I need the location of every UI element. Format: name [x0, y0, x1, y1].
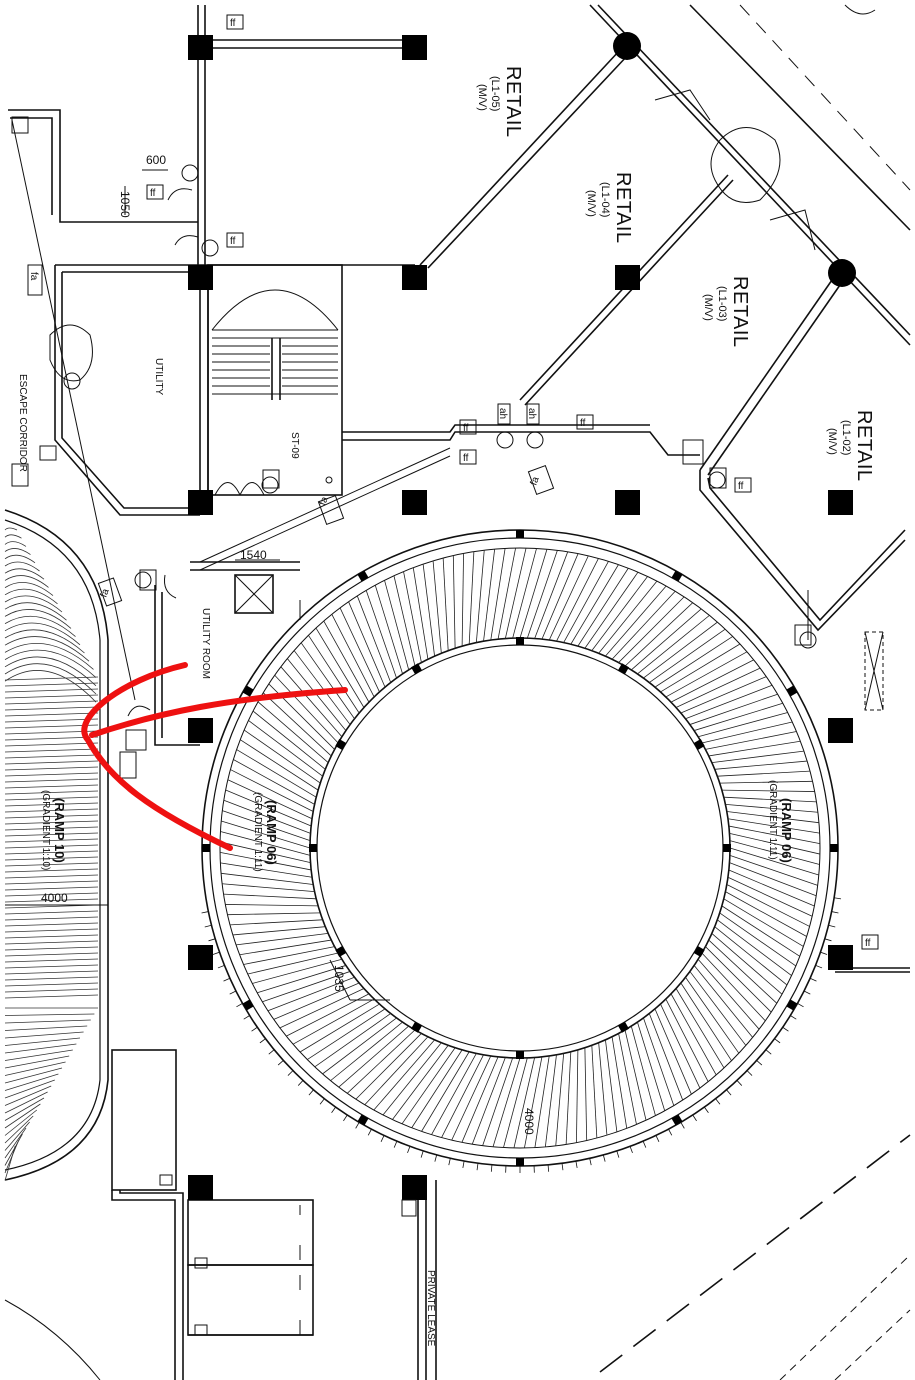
retail-sub-l1-04: (M/V)	[585, 190, 597, 217]
structural-columns	[188, 32, 856, 1200]
markup-line	[89, 687, 348, 738]
tag-ah-2: ah	[526, 408, 537, 419]
room-labels: RETAIL (L1-05) (M/V) RETAIL (L1-04) (M/V…	[17, 18, 875, 1347]
retail-code-l1-03: (L1-03)	[716, 286, 728, 321]
escape-corridor-label: ESCAPE CORRIDOR	[17, 374, 28, 472]
stair-treads	[212, 329, 338, 400]
stair-label: ST-09	[289, 432, 300, 459]
retail-code-l1-05: (L1-05)	[489, 76, 501, 111]
dim-1540: 1540	[240, 548, 267, 562]
retail-title-l1-04: RETAIL	[612, 172, 634, 244]
retail-sub-l1-03: (M/V)	[702, 294, 714, 321]
tag-ah-1: ah	[497, 408, 508, 419]
utility-room-label: UTILITY ROOM	[200, 608, 211, 679]
ramp10-gradient: (GRADIENT 1:10)	[40, 790, 51, 870]
dim-600: 600	[146, 153, 166, 167]
tag-fa-4: fa	[98, 587, 111, 599]
dim-4000-left: 4000	[41, 891, 68, 905]
markup-curve	[81, 662, 233, 851]
dim-4000-bottom: 4000	[522, 1108, 536, 1135]
retail-title-l1-05: RETAIL	[502, 66, 524, 138]
ramp06-right-name: (RAMP 06)	[779, 798, 794, 863]
private-lease-label: PRIVATE LEASE	[425, 1270, 436, 1347]
utility-label: UTILITY	[153, 358, 164, 396]
retail-sub-l1-05: (M/V)	[476, 84, 488, 111]
retail-sub-l1-02: (M/V)	[826, 428, 838, 455]
ramp10-name: (RAMP 10)	[52, 798, 67, 863]
red-markup	[81, 662, 348, 851]
tag-ff-1: ff	[230, 18, 236, 29]
tag-ff-7: ff	[738, 481, 744, 492]
tag-fa-3: fa	[528, 475, 541, 487]
dim-1035: 1035	[332, 965, 346, 992]
ramp-10	[4, 509, 109, 1181]
dim-1050: 1050	[118, 191, 132, 218]
ramp06-left-name: (RAMP 06)	[264, 800, 279, 865]
equipment-tags	[11, 14, 879, 1336]
retail-title-l1-03: RETAIL	[729, 276, 751, 348]
ramp06-right-gradient: (GRADIENT 1:11)	[767, 780, 778, 860]
ramp-06	[201, 529, 842, 1173]
tag-ff-3: ff	[230, 236, 236, 247]
tag-ff-2: ff	[150, 188, 156, 199]
tag-ff-5: ff	[463, 453, 469, 464]
walls	[4, 4, 911, 1380]
retail-title-l1-02: RETAIL	[853, 410, 875, 482]
retail-code-l1-02: (L1-02)	[840, 420, 852, 455]
tag-fa-1: fa	[28, 272, 39, 281]
tag-ff-4: ff	[463, 423, 469, 434]
tag-ff-8: ff	[865, 938, 871, 949]
ramp06-left-gradient: (GRADIENT 1:11)	[252, 792, 263, 872]
retail-code-l1-04: (L1-04)	[599, 182, 611, 217]
tag-ff-6: ff	[580, 418, 586, 429]
